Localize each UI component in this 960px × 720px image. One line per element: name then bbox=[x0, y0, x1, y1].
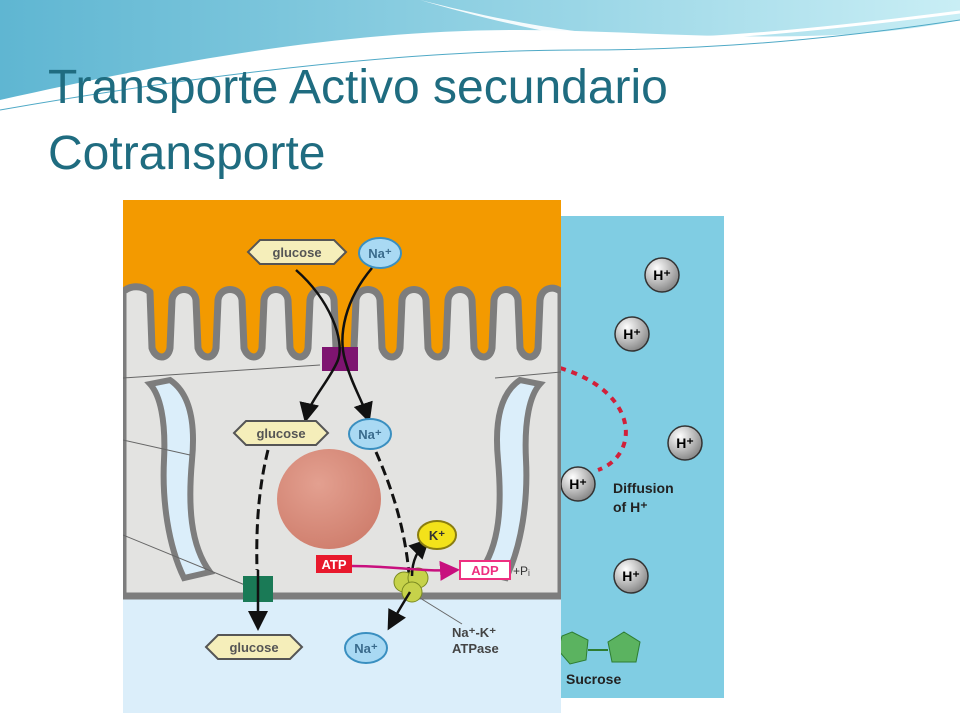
title-line-1: Transporte Activo secundario bbox=[48, 61, 668, 114]
h-ion: H⁺ bbox=[644, 257, 680, 293]
h-ion: H⁺ bbox=[614, 316, 650, 352]
h-ion: H⁺ bbox=[667, 425, 703, 461]
pointer-line bbox=[494, 371, 561, 379]
glucose-cytosol-path bbox=[255, 449, 270, 571]
pi-label: +Pᵢ bbox=[513, 564, 530, 578]
atp-hydrolysis-arrow bbox=[351, 560, 460, 581]
na-k-atpase-pump bbox=[393, 567, 429, 603]
sucrose-label: Sucrose bbox=[566, 671, 621, 687]
h-ion: H⁺ bbox=[560, 466, 596, 502]
diffusion-label-line-1: Diffusion bbox=[613, 480, 674, 496]
h-ion-label: H⁺ bbox=[623, 326, 641, 342]
glucose-influx-arrow bbox=[295, 269, 341, 423]
h-ion-label: H⁺ bbox=[569, 476, 587, 492]
glucose-label: glucose bbox=[256, 426, 305, 441]
pump-label-line-1: Na⁺-K⁺ bbox=[452, 625, 496, 640]
na-label: Na⁺ bbox=[358, 427, 382, 442]
na-influx-arrow bbox=[341, 267, 373, 423]
h-ion-label: H⁺ bbox=[622, 568, 640, 584]
diffusion-path bbox=[559, 366, 628, 472]
glucose-label: glucose bbox=[272, 245, 321, 260]
glucose-label: glucose bbox=[229, 640, 278, 655]
h-ion: H⁺ bbox=[613, 558, 649, 594]
sucrose-molecule bbox=[557, 631, 641, 665]
intercellular-space-left bbox=[144, 376, 216, 582]
na-ion-bottom: Na⁺ bbox=[344, 632, 388, 664]
glucose-molecule-middle: glucose bbox=[232, 420, 330, 446]
slide-title: Transporte Activo secundario Cotransport… bbox=[48, 55, 668, 187]
h-ion-label: H⁺ bbox=[676, 435, 694, 451]
pointer-line bbox=[123, 364, 321, 379]
glucose-molecule-top: glucose bbox=[246, 239, 348, 265]
na-label: Na⁺ bbox=[368, 246, 392, 261]
h-ion-label: H⁺ bbox=[653, 267, 671, 283]
atp-box bbox=[316, 555, 352, 573]
pump-pointer-line bbox=[419, 597, 463, 625]
right-panel: H⁺ H⁺ H⁺ H⁺ H⁺ Diffusion of H⁺ Sucrose bbox=[556, 216, 724, 698]
glucose-molecule-bottom: glucose bbox=[204, 634, 304, 660]
na-label: Na⁺ bbox=[354, 641, 378, 656]
right-panel-background bbox=[556, 216, 724, 698]
na-ion-middle: Na⁺ bbox=[348, 418, 392, 450]
adp-box bbox=[459, 560, 511, 580]
header-wave-decoration bbox=[0, 0, 960, 111]
na-efflux-arrow bbox=[387, 591, 412, 631]
k-ion: K⁺ bbox=[417, 520, 457, 550]
k-label: K⁺ bbox=[429, 528, 445, 543]
adp-label: ADP bbox=[471, 563, 499, 578]
pump-label-line-2: ATPase bbox=[452, 641, 499, 656]
diffusion-label-line-2: of H⁺ bbox=[613, 499, 648, 515]
atp-label: ATP bbox=[321, 557, 346, 572]
na-ion-top: Na⁺ bbox=[358, 237, 402, 269]
nucleus bbox=[277, 449, 381, 549]
title-line-2: Cotransporte bbox=[48, 127, 326, 180]
pointer-line bbox=[123, 534, 246, 586]
left-panel: ATP ADP +Pᵢ Na⁺-K⁺ ATPase glucose glucos… bbox=[123, 200, 561, 713]
pointer-line bbox=[123, 439, 191, 456]
